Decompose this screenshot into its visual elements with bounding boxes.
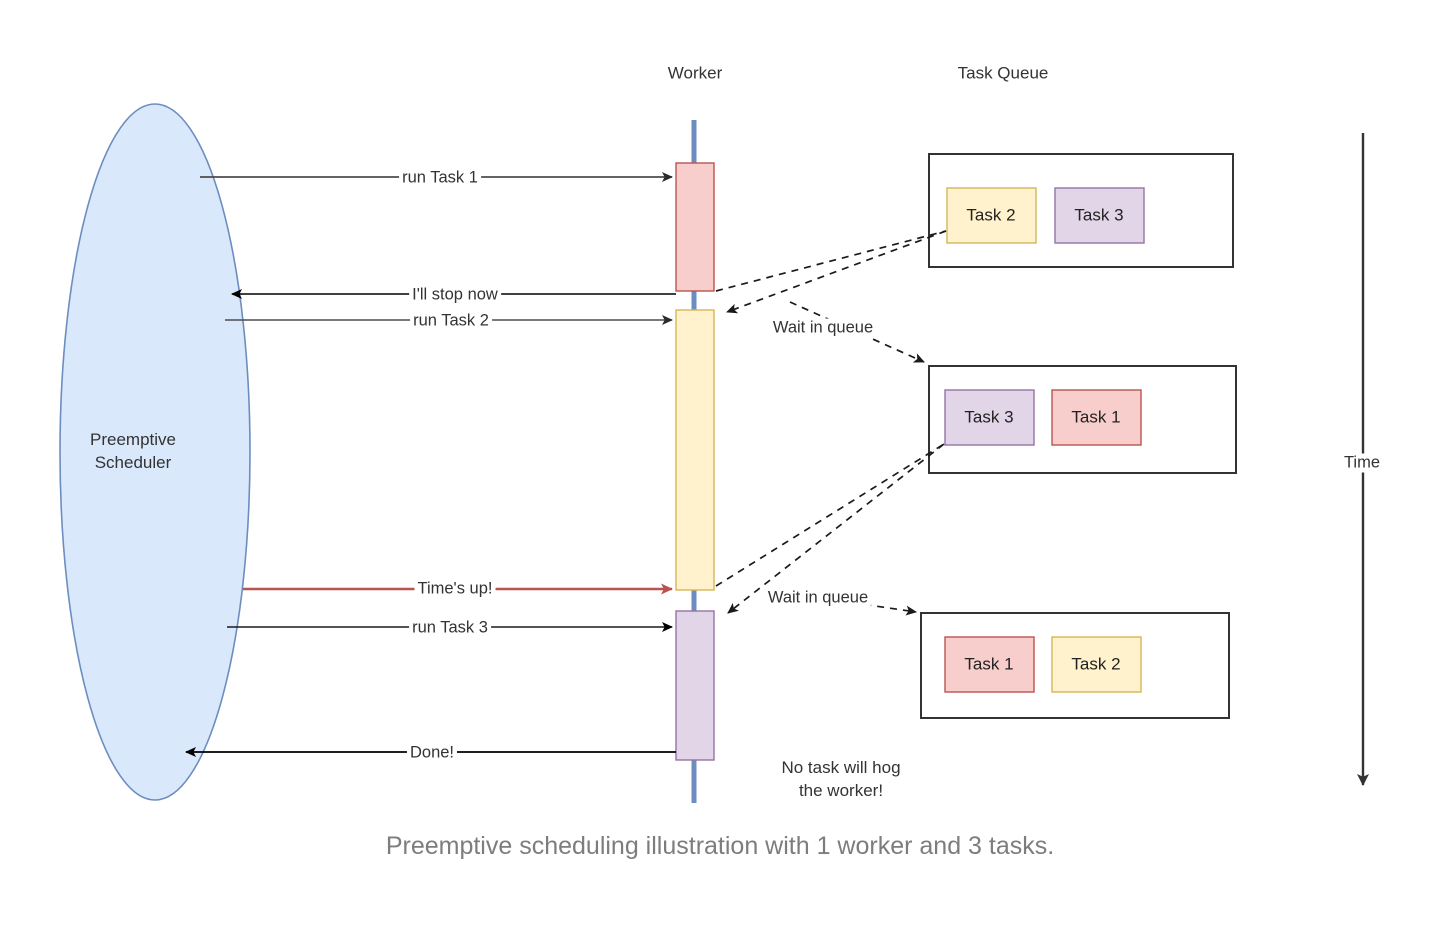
message-label-done: Done!: [406, 743, 458, 763]
queue-2-task-1-label: Task 1: [1071, 407, 1121, 427]
worker-header-label: Worker: [667, 63, 723, 83]
queue-2-task-1[interactable]: [1051, 389, 1142, 446]
message-label-ill-stop-now: I'll stop now: [409, 285, 501, 305]
task-queue-header-label: Task Queue: [957, 63, 1049, 83]
time-axis-label: Time: [1340, 453, 1384, 473]
queue-2-task-0[interactable]: [944, 389, 1035, 446]
queue-1-task-0[interactable]: [946, 187, 1037, 244]
message-label-run-task-2: run Task 2: [410, 311, 492, 331]
figure-caption: Preemptive scheduling illustration with …: [385, 832, 1055, 860]
queue-3-task-0[interactable]: [944, 636, 1035, 693]
activation-task-3[interactable]: [675, 610, 715, 761]
message-label-run-task-3: run Task 3: [409, 618, 491, 638]
message-label-times-up: Time's up!: [414, 579, 496, 599]
dashed-to-queue-2: [789, 301, 925, 363]
activation-task-2[interactable]: [675, 309, 715, 591]
queue-3-task-1[interactable]: [1051, 636, 1142, 693]
queue-1-task-1[interactable]: [1054, 187, 1145, 244]
message-label-run-task-1: run Task 1: [399, 168, 481, 188]
wait-in-queue-label-2: Wait in queue: [764, 588, 872, 608]
queue-1-task-0-label: Task 2: [966, 205, 1016, 225]
dashed-queue-1-to-worker: [726, 230, 947, 314]
dashed-worker-to-queue-1: [715, 230, 947, 292]
preemptive-scheduler-actor[interactable]: [59, 103, 251, 801]
queue-1-task-1-label: Task 3: [1074, 205, 1124, 225]
queue-3-task-0-label: Task 1: [964, 654, 1014, 674]
no-hog-note: No task will hog the worker!: [781, 758, 901, 800]
activation-task-1[interactable]: [675, 162, 715, 292]
wait-in-queue-label-1: Wait in queue: [769, 318, 877, 338]
queue-2-task-0-label: Task 3: [964, 407, 1014, 427]
dashed-queue-2-to-worker: [727, 443, 945, 614]
queue-3-task-1-label: Task 2: [1071, 654, 1121, 674]
scheduler-label: Preemptive Scheduler: [90, 430, 176, 472]
dashed-worker-to-queue-2: [715, 443, 945, 587]
